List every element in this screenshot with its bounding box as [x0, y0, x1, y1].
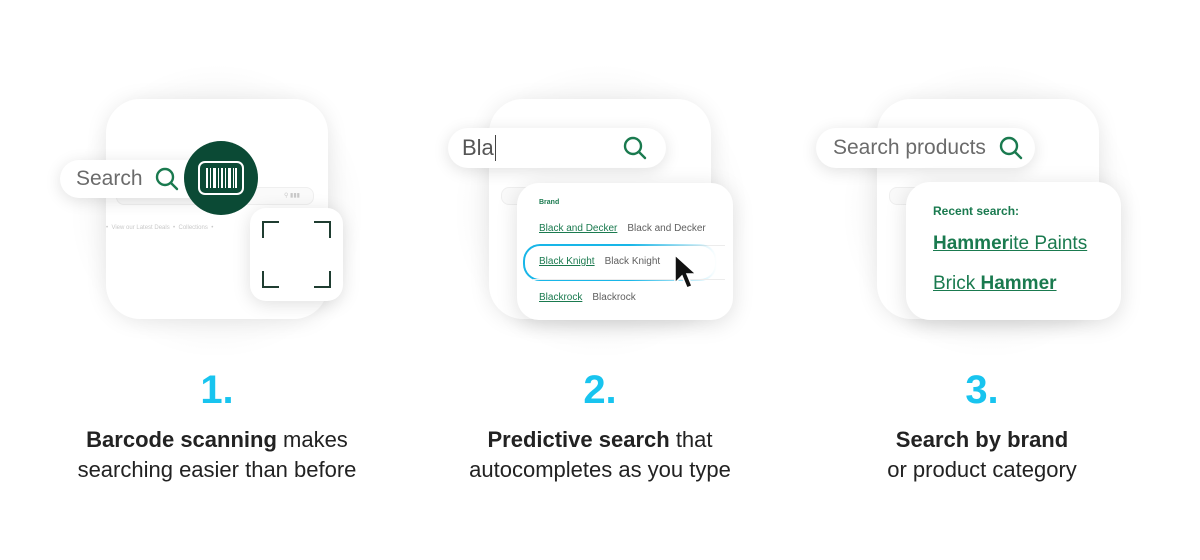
feature-predictive-search: Bla Brand Black and Decker Black and Dec… — [392, 0, 792, 560]
recent-searches-panel: Recent search: Hammerite Paints Brick Ha… — [906, 182, 1121, 320]
step-number: 1. — [200, 368, 234, 412]
search-input[interactable]: Bla — [462, 135, 494, 160]
recent-heading: Recent search: — [933, 204, 1020, 218]
autocomplete-dropdown: Brand Black and Decker Black and Decker … — [517, 183, 733, 320]
search-input[interactable]: Search products — [833, 136, 986, 159]
ghost-search-icon: ⚲ ▮▮▮ — [284, 193, 300, 199]
divider — [533, 279, 725, 280]
search-bar[interactable]: Search products — [816, 128, 1035, 168]
search-icon[interactable] — [998, 135, 1024, 161]
barcode-icon — [198, 161, 244, 195]
ghost-nav: • View our Latest Deals • Collections • — [106, 225, 214, 231]
search-bar[interactable]: Bla — [448, 128, 666, 168]
search-icon[interactable] — [154, 166, 180, 192]
suggestion-item-active[interactable]: Black Knight Black Knight — [539, 256, 661, 267]
step-number: 2. — [583, 368, 617, 412]
feature-caption: Predictive search that autocompletes as … — [469, 427, 731, 482]
divider — [533, 245, 725, 246]
barcode-scan-button[interactable] — [184, 141, 258, 215]
feature-caption: Search by brand or product category — [887, 427, 1077, 482]
recent-search-item[interactable]: Hammerite Paints — [933, 233, 1088, 254]
search-label: Search — [76, 167, 143, 190]
text-cursor — [494, 135, 496, 161]
feature-caption: Barcode scanning makes searching easier … — [77, 427, 357, 482]
suggestion-item[interactable]: Black and Decker Black and Decker — [539, 223, 706, 234]
suggestion-item[interactable]: Blackrock Blackrock — [539, 292, 636, 303]
search-icon[interactable] — [622, 135, 648, 161]
feature-barcode-scanning: ⚲ ▮▮▮ • View our Latest Deals • Collecti… — [0, 0, 400, 560]
scan-frame-icon — [262, 221, 331, 288]
feature-brand-search: Search products Recent search: Hammerite… — [776, 0, 1176, 560]
dropdown-heading: Brand — [539, 199, 560, 206]
mouse-pointer-icon — [674, 253, 698, 289]
step-number: 3. — [965, 368, 999, 412]
scan-frame-card — [250, 208, 343, 301]
recent-search-item[interactable]: Brick Hammer — [933, 273, 1057, 294]
